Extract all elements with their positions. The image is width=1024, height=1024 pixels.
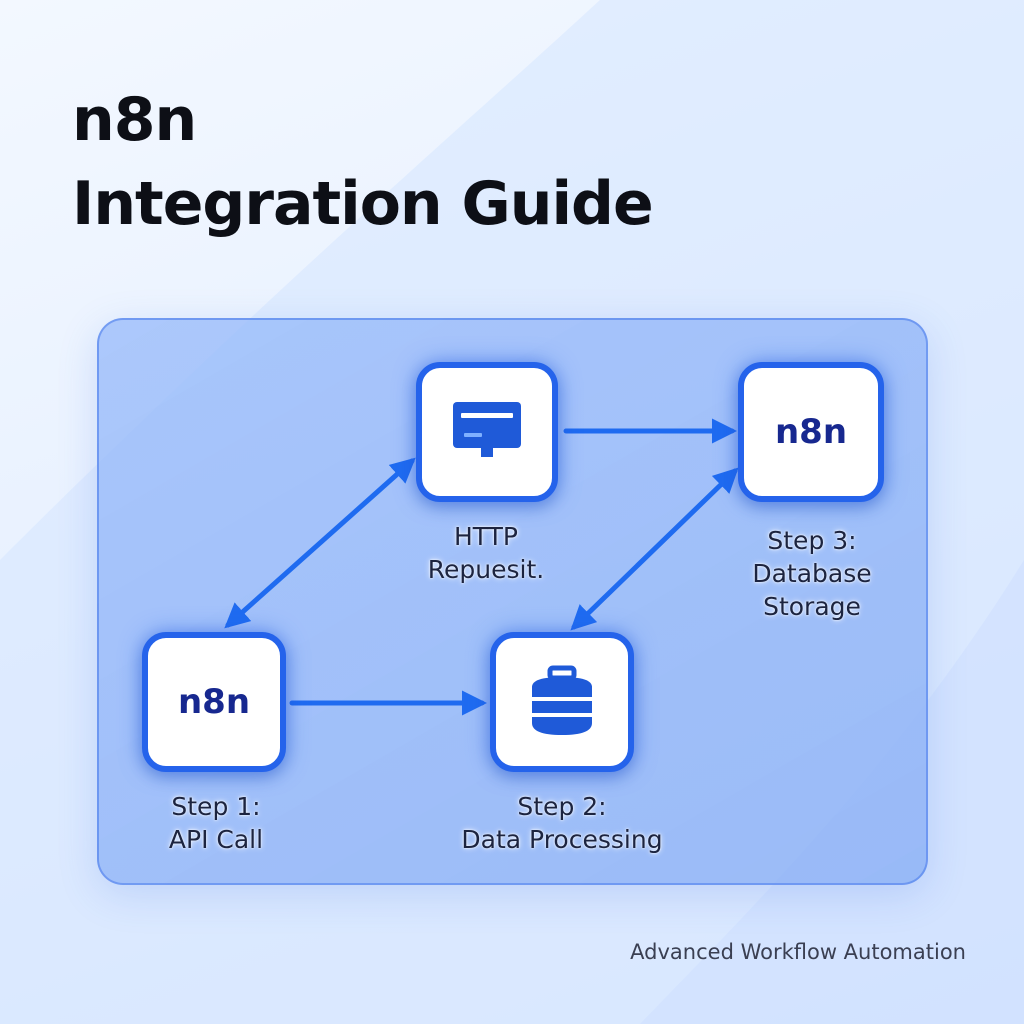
node-data-processing[interactable]: [490, 632, 634, 772]
label-http-request: HTTP Repuesit.: [406, 520, 566, 586]
label-step3-line-1: Step 3:: [767, 526, 857, 555]
node-api-call[interactable]: n8n: [142, 632, 286, 772]
arrow-processing-storage-bidirectional: [570, 467, 739, 631]
label-step2-line-1: Step 2:: [517, 792, 607, 821]
label-step2-line-2: Data Processing: [461, 825, 663, 854]
database-icon: [532, 665, 592, 735]
monitor-icon: [453, 402, 521, 457]
label-step1-line-2: API Call: [168, 825, 264, 854]
arrow-api-http-bidirectional: [224, 457, 416, 629]
title-line-2: Integration Guide: [72, 169, 654, 239]
page-title: n8n Integration Guide: [72, 78, 654, 246]
footer-tagline: Advanced Workflow Automation: [630, 940, 966, 964]
title-line-1: n8n: [72, 85, 197, 155]
label-http-line-1: HTTP: [454, 522, 518, 551]
node-database-storage[interactable]: n8n: [738, 362, 884, 502]
label-step-1: Step 1: API Call: [128, 790, 304, 856]
label-http-line-2: Repuesit.: [427, 555, 545, 584]
node-http-request[interactable]: [416, 362, 558, 502]
node-storage-text: n8n: [774, 412, 848, 452]
node-api-text: n8n: [177, 682, 251, 722]
label-step1-line-1: Step 1:: [171, 792, 261, 821]
label-step3-line-2: Database: [752, 559, 872, 588]
label-step3-line-3: Storage: [763, 592, 861, 621]
label-step-3: Step 3: Database Storage: [722, 524, 902, 623]
label-step-2: Step 2: Data Processing: [440, 790, 684, 856]
